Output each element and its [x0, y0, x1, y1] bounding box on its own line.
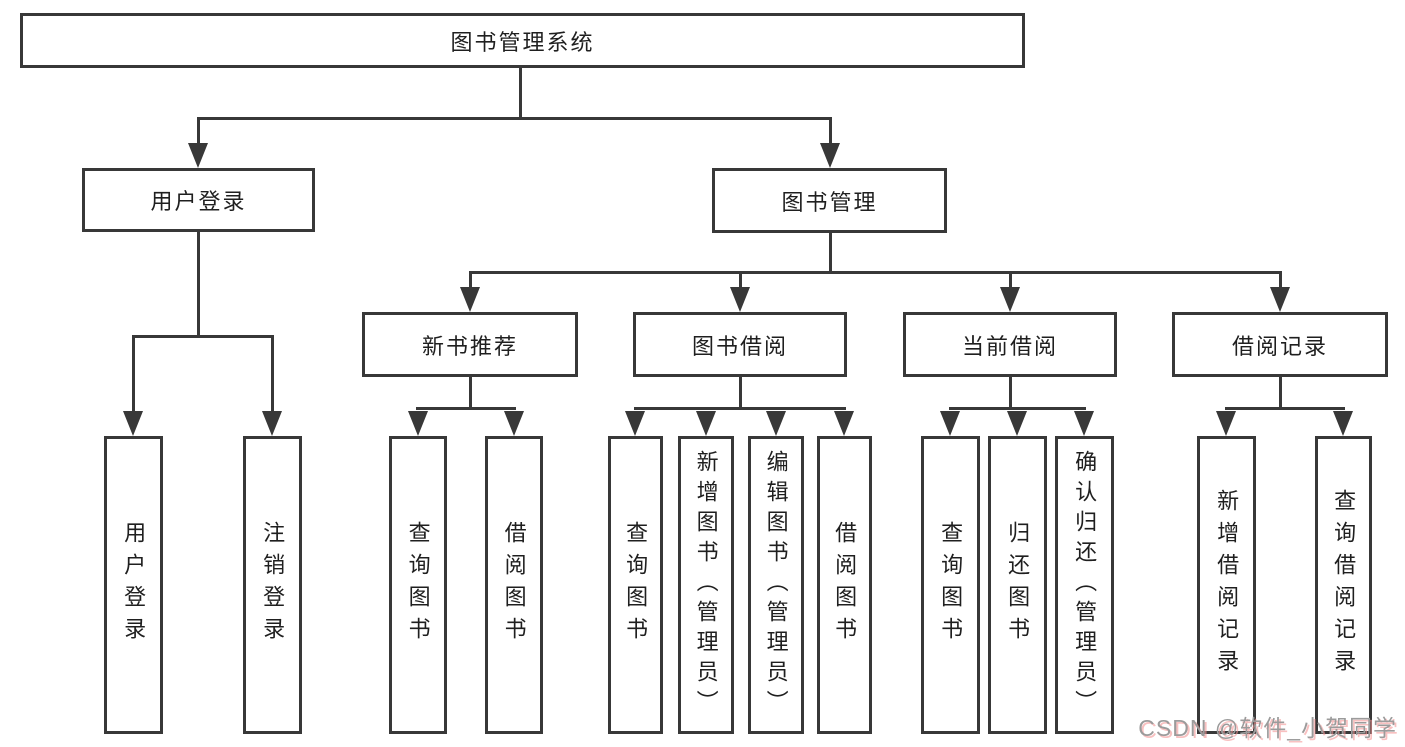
arrow-down-icon	[188, 143, 208, 168]
connector-v	[829, 117, 832, 149]
connector-h	[1225, 407, 1345, 410]
arrow-down-icon	[625, 411, 645, 436]
arrow-down-icon	[123, 411, 143, 436]
arrow-down-icon	[820, 143, 840, 168]
leaf-add-books-admin: 新增图书（管理员）	[678, 436, 734, 734]
connector-v	[739, 271, 742, 291]
connector-v	[829, 233, 832, 274]
arrow-down-icon	[408, 411, 428, 436]
leaf-logout-login-label: 注销登录	[260, 521, 286, 649]
arrow-down-icon	[262, 411, 282, 436]
arrow-down-icon	[1333, 411, 1353, 436]
connector-h	[197, 117, 832, 120]
leaf-borrow-books: 借阅图书	[817, 436, 872, 734]
leaf-edit-books-admin: 编辑图书（管理员）	[748, 436, 804, 734]
leaf-confirm-return-admin: 确认归还（管理员）	[1055, 436, 1114, 734]
leaf-return-books-label: 归还图书	[1005, 521, 1031, 649]
connector-h	[634, 407, 846, 410]
leaf-query-borrow-record-label: 查询借阅记录	[1331, 489, 1357, 681]
connector-v	[1279, 271, 1282, 291]
leaf-query-books-current: 查询图书	[921, 436, 980, 734]
connector-h	[132, 335, 273, 338]
node-book-management: 图书管理	[712, 168, 947, 233]
connector-v	[519, 66, 522, 118]
arrow-down-icon	[1000, 287, 1020, 312]
node-new-book-recommend-label: 新书推荐	[421, 333, 518, 359]
node-user-login-label: 用户登录	[150, 189, 247, 214]
node-current-borrow: 当前借阅	[903, 312, 1117, 377]
connector-v	[1009, 377, 1012, 410]
connector-v	[739, 377, 742, 410]
leaf-query-books-borrow-label: 查询图书	[623, 521, 649, 649]
leaf-query-books-recommend-label: 查询图书	[405, 521, 431, 649]
arrow-down-icon	[766, 411, 786, 436]
leaf-borrow-books-recommend: 借阅图书	[485, 436, 543, 734]
node-new-book-recommend: 新书推荐	[362, 312, 578, 377]
connector-v	[197, 232, 200, 338]
connector-v	[1279, 375, 1282, 410]
csdn-watermark: CSDN @软件_小贺同学	[1138, 715, 1397, 741]
arrow-down-icon	[1007, 411, 1027, 436]
arrow-down-icon	[460, 287, 480, 312]
arrow-down-icon	[1216, 411, 1236, 436]
connector-h	[949, 407, 1086, 410]
arrow-down-icon	[504, 411, 524, 436]
leaf-add-books-admin-label: 新增图书（管理员）	[693, 450, 719, 720]
node-library-system: 图书管理系统	[20, 13, 1025, 68]
arrow-down-icon	[730, 287, 750, 312]
leaf-confirm-return-admin-label: 确认归还（管理员）	[1072, 450, 1098, 720]
leaf-add-borrow-record: 新增借阅记录	[1197, 436, 1256, 734]
node-library-system-label: 图书管理系统	[450, 29, 595, 55]
leaf-query-books-current-label: 查询图书	[938, 521, 964, 649]
leaf-query-books-recommend: 查询图书	[389, 436, 447, 734]
leaf-borrow-books-label: 借阅图书	[832, 521, 858, 649]
connector-v	[469, 271, 472, 291]
node-borrow-records: 借阅记录	[1172, 312, 1388, 377]
node-borrow-records-label: 借阅记录	[1231, 333, 1328, 359]
node-user-login: 用户登录	[82, 168, 315, 232]
connector-v	[469, 377, 472, 410]
leaf-user-login-label: 用户登录	[121, 521, 147, 649]
arrow-down-icon	[1074, 411, 1094, 436]
arrow-down-icon	[696, 411, 716, 436]
leaf-edit-books-admin-label: 编辑图书（管理员）	[763, 450, 789, 720]
connector-v	[197, 117, 200, 149]
leaf-query-books-borrow: 查询图书	[608, 436, 663, 734]
node-current-borrow-label: 当前借阅	[961, 333, 1058, 359]
leaf-add-borrow-record-label: 新增借阅记录	[1214, 489, 1240, 681]
connector-v	[132, 335, 135, 415]
leaf-query-borrow-record: 查询借阅记录	[1315, 436, 1372, 734]
connector-v	[1009, 271, 1012, 291]
leaf-borrow-books-recommend-label: 借阅图书	[501, 521, 527, 649]
leaf-user-login: 用户登录	[104, 436, 163, 734]
leaf-return-books: 归还图书	[988, 436, 1047, 734]
arrow-down-icon	[940, 411, 960, 436]
arrow-down-icon	[834, 411, 854, 436]
arrow-down-icon	[1270, 287, 1290, 312]
node-book-borrow: 图书借阅	[633, 312, 847, 377]
node-book-borrow-label: 图书借阅	[691, 333, 788, 359]
connector-v	[271, 335, 274, 415]
leaf-logout-login: 注销登录	[243, 436, 302, 734]
connector-h	[416, 407, 516, 410]
node-book-management-label: 图书管理	[781, 189, 878, 215]
connector-h	[469, 271, 1281, 274]
